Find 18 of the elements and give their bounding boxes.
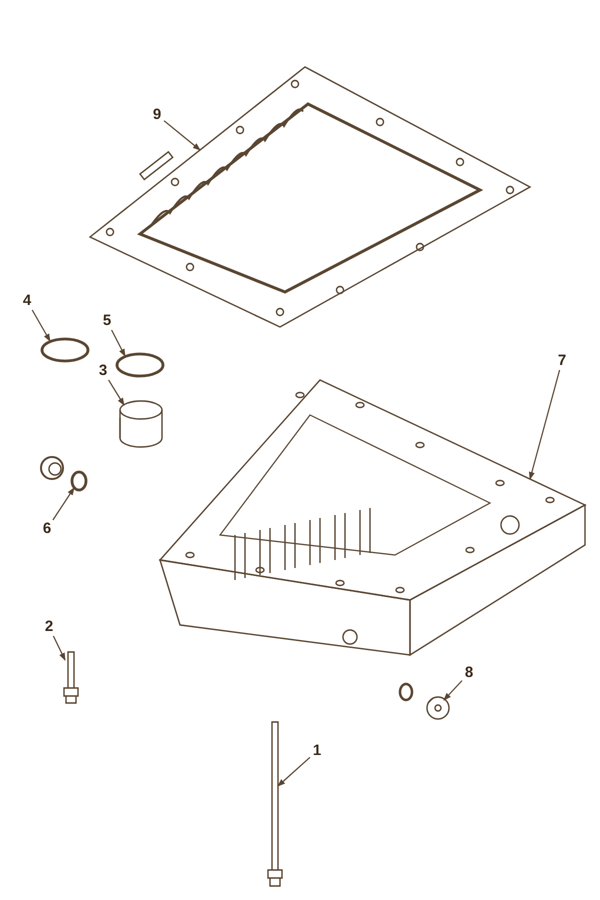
callout-number: 6: [40, 520, 54, 538]
callout-number: 2: [42, 618, 56, 636]
callout-number: 3: [96, 362, 110, 380]
callout-number: 9: [150, 106, 164, 124]
callout-number: 7: [555, 352, 569, 370]
leader-line: [52, 636, 66, 661]
callout-number: 5: [100, 312, 114, 330]
leader-line: [443, 680, 462, 701]
callout-number: 4: [20, 292, 34, 310]
callout-number: 1: [310, 742, 324, 760]
leader-line: [108, 380, 125, 406]
leader-line: [277, 756, 310, 787]
callout-number: 8: [462, 664, 476, 682]
leader-line: [528, 370, 560, 480]
leader-line: [32, 310, 51, 342]
leader-line: [164, 120, 201, 151]
leader-line: [111, 330, 126, 357]
leader-line: [52, 487, 75, 520]
